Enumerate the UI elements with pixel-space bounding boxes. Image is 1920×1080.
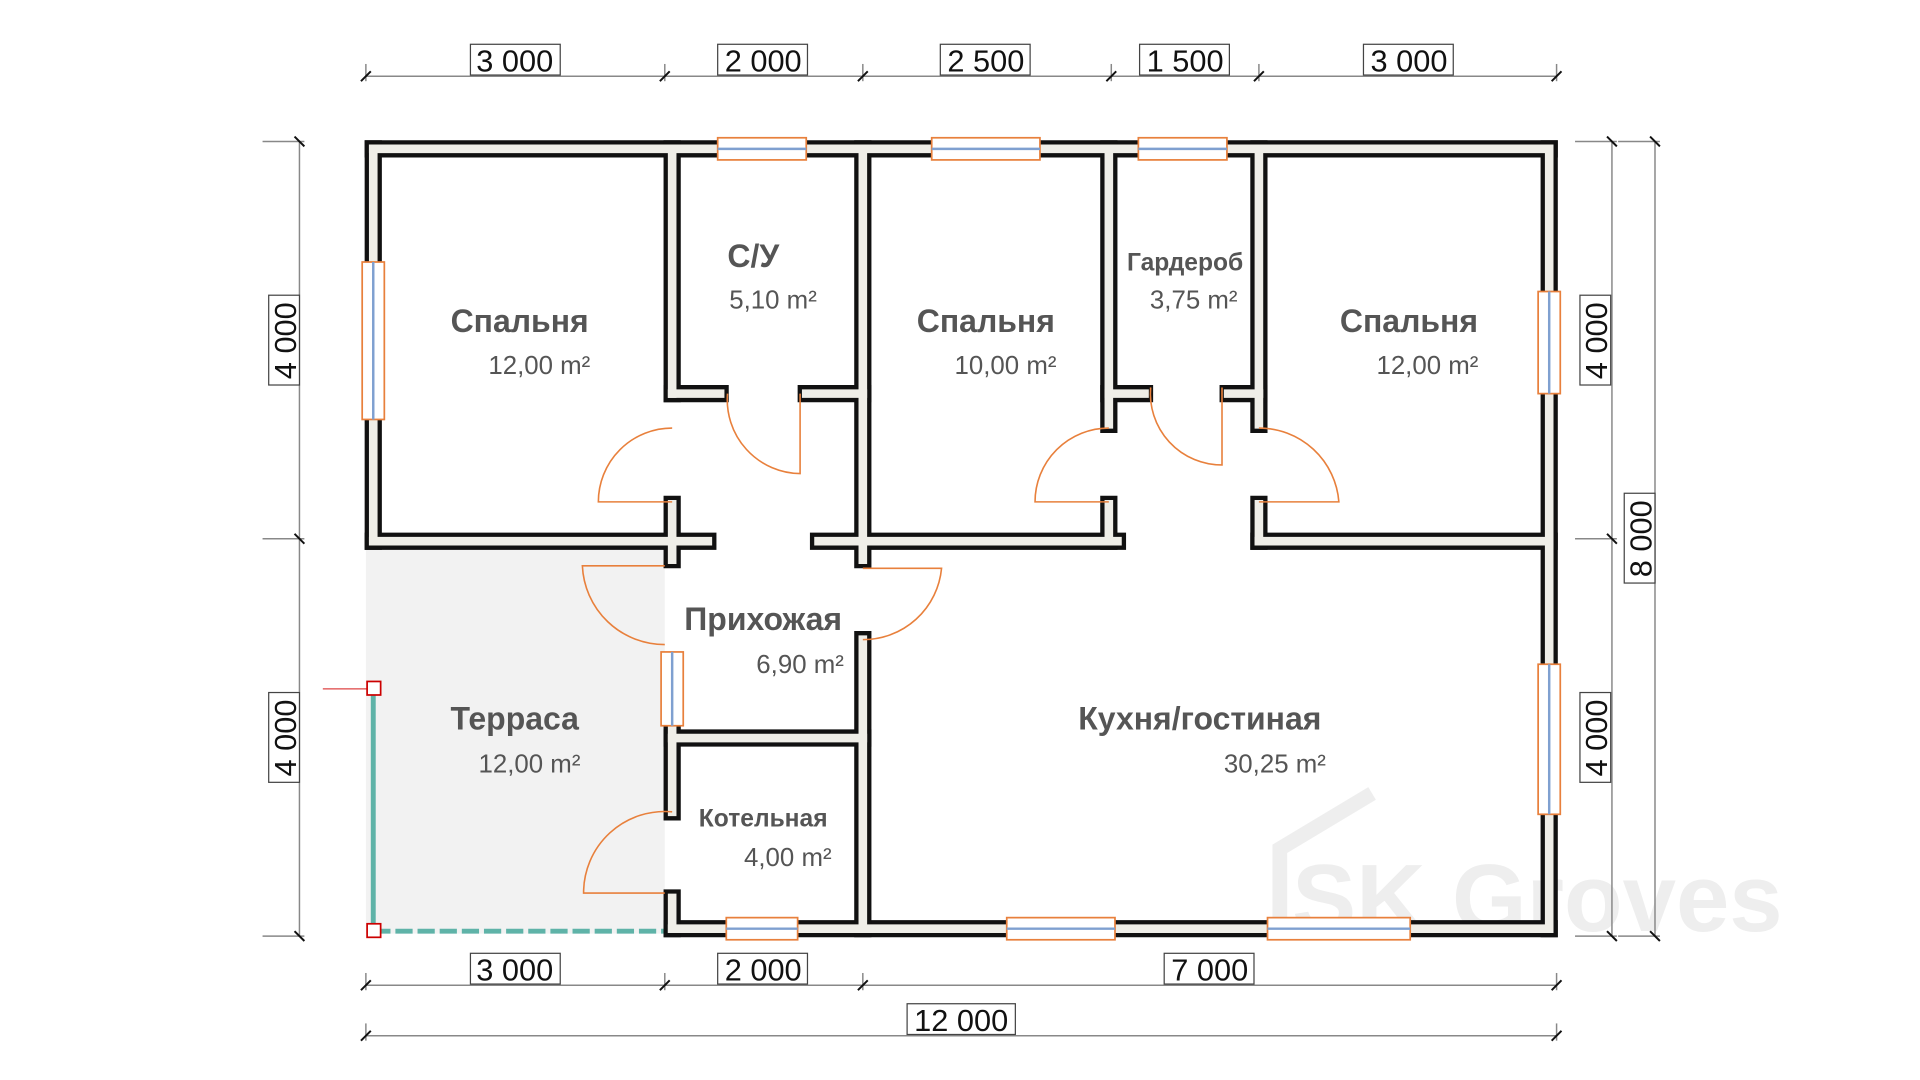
room-boiler: Котельная 4,00 m² [699,806,832,872]
svg-text:12,00 m²: 12,00 m² [479,750,581,778]
dimension-tick [293,930,306,942]
svg-text:Спальня: Спальня [917,303,1055,339]
doors [581,387,1340,894]
svg-text:С/У: С/У [727,238,780,274]
svg-text:12,00 m²: 12,00 m² [1376,352,1478,380]
svg-text:Спальня: Спальня [1340,303,1478,339]
room-bedroom-1: Спальня 12,00 m² [451,303,591,380]
dimension-tick [1606,533,1618,545]
dimension-tick [1649,930,1661,942]
dim-total-width: 12 000 [906,1003,1016,1038]
svg-text:2 000: 2 000 [725,952,802,987]
dim-left-1: 4 000 [268,294,303,386]
dimension-tick [1105,70,1117,82]
dimension-tick [1253,70,1265,82]
dim-top-3: 2 500 [939,43,1031,78]
svg-text:3 000: 3 000 [476,43,553,78]
room-hallway: Прихожая 6,90 m² [684,601,844,679]
dim-top-1: 3 000 [469,43,561,78]
svg-text:4,00 m²: 4,00 m² [744,844,832,872]
windows [361,136,1562,941]
svg-text:3 000: 3 000 [476,952,553,987]
dimension-tick [857,70,869,82]
dim-left-2: 4 000 [268,691,303,783]
room-bedroom-2: Спальня 10,00 m² [917,303,1057,380]
svg-text:4 000: 4 000 [268,302,303,379]
svg-text:Спальня: Спальня [451,303,589,339]
dim-top-2: 2 000 [717,43,809,78]
svg-text:4 000: 4 000 [1579,302,1614,379]
svg-text:30,25 m²: 30,25 m² [1224,750,1326,778]
dimension-tick [1550,1030,1563,1042]
room-terrace: Терраса 12,00 m² [450,700,580,778]
svg-text:Гардероб: Гардероб [1127,250,1243,277]
svg-text:Котельная: Котельная [699,806,828,833]
svg-text:8 000: 8 000 [1623,500,1658,577]
dim-right-2: 4 000 [1579,691,1614,783]
dimension-tick [1649,135,1661,148]
dim-bottom-1: 3 000 [469,952,561,987]
dimension-tick [659,70,671,82]
dimension-labels: 3 000 2 000 2 500 1 500 3 000 3 000 2 00… [268,43,1659,1037]
dim-top-4: 1 500 [1138,43,1231,78]
dim-bottom-3: 7 000 [1163,952,1255,987]
room-labels: Спальня 12,00 m² С/У 5,10 m² Спальня 10,00 … [450,238,1478,872]
room-bedroom-3: Спальня 12,00 m² [1340,303,1479,380]
svg-text:Прихожая: Прихожая [684,601,842,637]
room-kitchen-living: Кухня/гостиная 30,25 m² [1078,700,1326,778]
dimension-tick [1550,70,1563,82]
svg-text:3,75 m²: 3,75 m² [1150,287,1238,315]
terrace-floor [365,542,665,934]
dimension-tick [293,533,306,545]
svg-text:4 000: 4 000 [268,700,303,777]
svg-text:Кухня/гостиная: Кухня/гостиная [1078,700,1321,736]
svg-text:4 000: 4 000 [1579,700,1614,777]
svg-text:1 500: 1 500 [1147,43,1224,78]
dimension-tick [659,979,671,991]
room-bathroom: С/У 5,10 m² [727,238,817,315]
dimension-tick [1550,979,1563,991]
dimension-tick [360,70,372,82]
svg-text:2 500: 2 500 [947,43,1024,78]
svg-text:5,10 m²: 5,10 m² [729,287,817,315]
svg-text:7 000: 7 000 [1171,952,1248,987]
dim-bottom-2: 2 000 [717,952,809,987]
dimension-tick [360,1030,372,1042]
svg-text:3 000: 3 000 [1370,43,1447,78]
svg-text:6,90 m²: 6,90 m² [756,651,844,679]
svg-text:2 000: 2 000 [725,43,802,78]
svg-text:10,00 m²: 10,00 m² [955,352,1057,380]
dimension-tick [1606,930,1618,942]
room-wardrobe: Гардероб 3,75 m² [1127,250,1243,315]
svg-text:Терраса: Терраса [450,700,579,736]
dimension-tick [360,979,372,991]
dimension-tick [1606,135,1618,148]
walls [364,140,1558,938]
dim-top-5: 3 000 [1362,43,1454,78]
svg-text:12 000: 12 000 [914,1003,1008,1038]
svg-text:12,00 m²: 12,00 m² [488,352,590,380]
dimension-tick [857,979,869,991]
dimension-tick [293,135,306,148]
dim-right-1: 4 000 [1579,294,1614,386]
dim-total-depth: 8 000 [1623,492,1658,584]
